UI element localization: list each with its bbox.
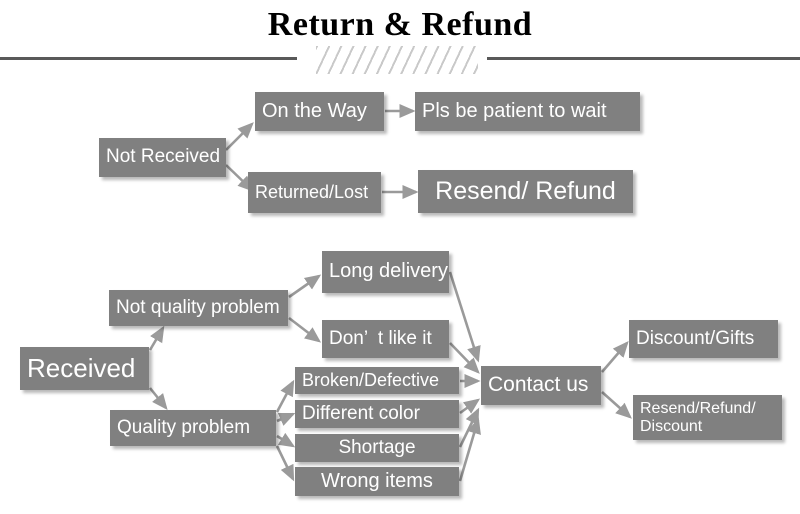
node-label: Not Received	[106, 146, 221, 168]
node-on-the-way[interactable]: On the Way	[255, 92, 384, 131]
node-label: Quality problem	[117, 416, 251, 438]
node-quality-problem[interactable]: Quality problem	[110, 410, 276, 446]
node-label: Different color	[302, 402, 420, 424]
node-returned-lost[interactable]: Returned/Lost	[248, 172, 381, 213]
node-broken-defective[interactable]: Broken/Defective	[295, 367, 459, 394]
node-label: Long delivery	[329, 260, 448, 283]
node-received[interactable]: Received	[20, 347, 149, 390]
node-label: Received	[27, 353, 136, 384]
node-dont-like-it[interactable]: Don’ t like it	[322, 320, 449, 358]
node-label: Pls be patient to wait	[422, 99, 607, 122]
node-resend-refund[interactable]: Resend/ Refund	[418, 170, 633, 213]
divider-line-left	[0, 57, 297, 60]
node-label: Wrong items	[321, 469, 433, 492]
node-pls-be-patient-to-wait[interactable]: Pls be patient to wait	[415, 92, 640, 131]
node-label: Broken/Defective	[302, 369, 440, 390]
node-label: Returned/Lost	[255, 181, 369, 202]
node-discount-gifts[interactable]: Discount/Gifts	[629, 320, 778, 358]
node-resend-refund-discount[interactable]: Resend/Refund/ Discount	[633, 395, 782, 440]
node-label: Resend/Refund/ Discount	[640, 400, 756, 435]
node-label: Contact us	[488, 373, 589, 397]
node-label: On the Way	[262, 99, 367, 122]
hatched-divider-icon	[316, 46, 478, 74]
node-label: Resend/ Refund	[435, 177, 616, 205]
node-label: Discount/Gifts	[636, 327, 755, 349]
divider-line-right	[487, 57, 800, 60]
node-long-delivery[interactable]: Long delivery	[322, 251, 449, 293]
node-label: Not quality problem	[116, 296, 280, 318]
page-title: Return & Refund	[267, 6, 533, 43]
node-label: Don’ t like it	[329, 327, 432, 349]
node-contact-us[interactable]: Contact us	[481, 366, 601, 405]
node-not-quality-problem[interactable]: Not quality problem	[109, 290, 288, 326]
node-not-received[interactable]: Not Received	[99, 138, 226, 177]
node-different-color[interactable]: Different color	[295, 400, 459, 428]
node-wrong-items[interactable]: Wrong items	[295, 467, 459, 496]
node-shortage[interactable]: Shortage	[295, 434, 459, 462]
node-label: Shortage	[338, 436, 416, 458]
